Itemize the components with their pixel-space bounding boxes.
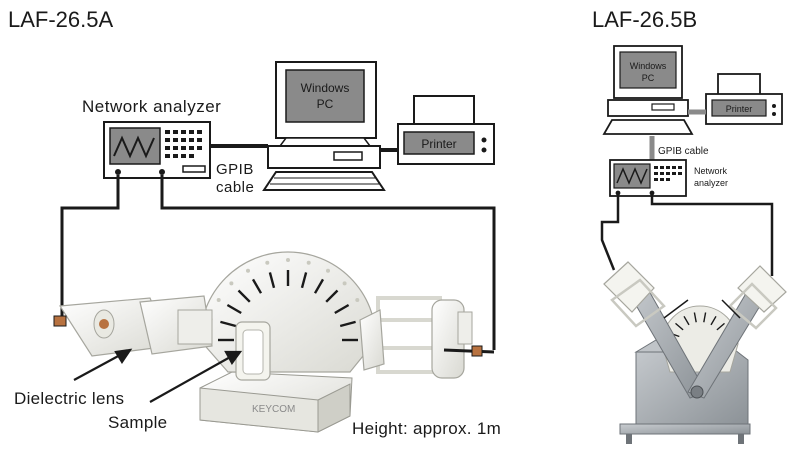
arc-dot — [306, 260, 311, 265]
height-label: Height: approx. 1m — [352, 419, 501, 438]
right-pc-screen-text-1: Windows — [630, 61, 667, 71]
right-printer: Printer — [705, 73, 783, 125]
left-apparatus: KEYCOM — [53, 251, 495, 433]
left-rf-cables — [60, 175, 496, 350]
printer-text: Printer — [421, 137, 456, 151]
arc-dot — [286, 258, 290, 262]
left-printer: Printer — [397, 95, 495, 165]
gpib-label-1: GPIB — [216, 161, 254, 178]
keypad-icon — [165, 130, 202, 158]
arc-tick — [710, 315, 717, 326]
arc-tick — [683, 315, 690, 326]
right-rf-cables — [600, 194, 774, 276]
arc-dot — [229, 281, 234, 286]
right-network-analyzer — [609, 159, 687, 197]
right-network-analyzer-label-2: analyzer — [694, 178, 728, 188]
dielectric-lens-label: Dielectric lens — [14, 389, 124, 408]
keyboard-icon — [262, 171, 386, 191]
waveform-icon — [113, 135, 155, 159]
gpib-label-2: cable — [216, 179, 254, 196]
left-windows-pc: Windows PC — [262, 61, 386, 191]
arc-tick — [339, 320, 356, 328]
pc-screen-text-2: PC — [317, 97, 334, 111]
arc-dot — [216, 298, 221, 302]
right-title: LAF-26.5B — [592, 7, 697, 32]
arc-dot — [342, 281, 347, 286]
arc-tick — [675, 322, 684, 331]
base-brand-logo: KEYCOM — [252, 404, 295, 415]
arc-tick — [703, 312, 707, 323]
arc-dot — [265, 260, 270, 265]
arc-dot — [246, 268, 250, 273]
right-apparatus — [603, 261, 787, 444]
arc-tick — [313, 278, 325, 294]
right-horn-lens — [359, 296, 495, 379]
arc-tick — [251, 278, 263, 294]
callout-arrows — [73, 348, 243, 403]
arc-dot — [326, 268, 330, 273]
arc-tick — [268, 272, 276, 289]
arc-tick — [716, 322, 725, 331]
pc-screen-text-1: Windows — [301, 81, 350, 95]
arc-dot — [355, 298, 360, 302]
arc-tick — [220, 320, 237, 328]
arc-tick — [237, 289, 251, 303]
arc-tick — [226, 303, 242, 315]
left-network-analyzer — [103, 121, 211, 179]
arc-scale-ticks — [218, 270, 358, 342]
right-network-analyzer-label-1: Network — [694, 166, 728, 176]
right-waveform-icon — [616, 167, 648, 185]
right-keyboard-icon — [602, 119, 694, 135]
left-horn-lens — [53, 295, 213, 357]
arc-tick — [325, 289, 339, 303]
right-keypad-icon — [654, 166, 682, 181]
left-title: LAF-26.5A — [8, 7, 113, 32]
right-pc-screen-text-2: PC — [642, 73, 655, 83]
left-cable-connector-icon — [53, 315, 67, 327]
arc-tick — [300, 272, 308, 289]
arc-tick — [334, 303, 350, 315]
sample-label: Sample — [108, 413, 167, 432]
arc-tick — [693, 312, 697, 323]
right-gpib-label: GPIB cable — [658, 146, 709, 157]
right-printer-text: Printer — [726, 104, 753, 114]
right-cable-connector-icon — [471, 345, 483, 357]
lens-connector-icon — [99, 319, 109, 329]
network-analyzer-label: Network analyzer — [82, 97, 221, 116]
left-gpib-cable — [210, 144, 398, 152]
right-windows-pc: Windows PC — [602, 45, 694, 135]
